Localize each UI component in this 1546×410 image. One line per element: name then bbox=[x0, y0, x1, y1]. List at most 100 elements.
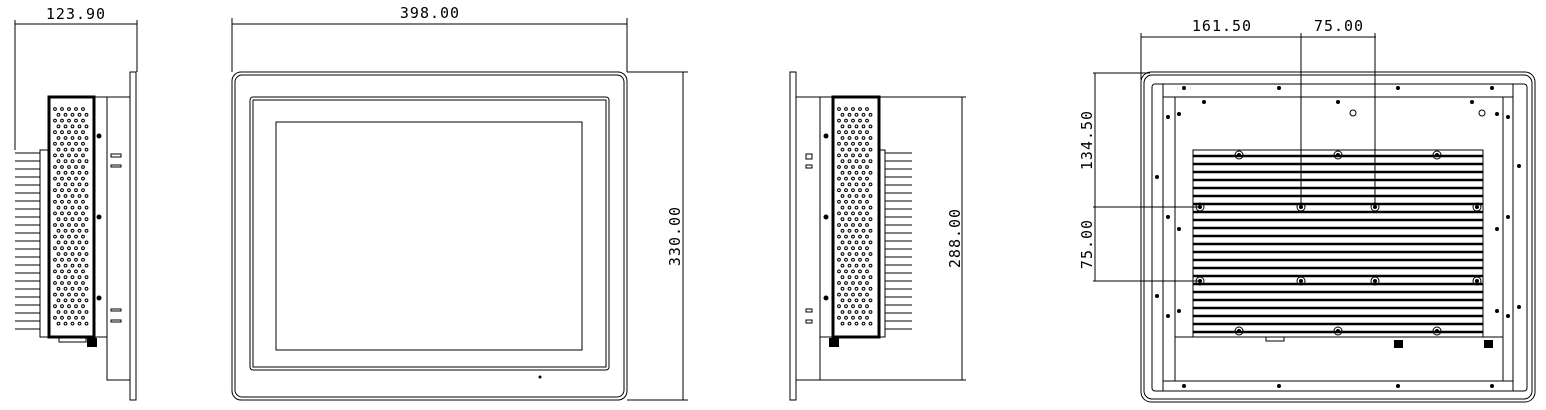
vent-hole bbox=[81, 141, 85, 146]
vent-hole bbox=[837, 246, 841, 251]
vent-hole bbox=[861, 321, 866, 326]
vent-hole bbox=[847, 182, 852, 187]
vent-hole bbox=[865, 304, 869, 309]
vent-hole bbox=[84, 159, 89, 164]
vent-hole bbox=[63, 228, 68, 233]
screen-area bbox=[275, 121, 583, 351]
vent-hole bbox=[844, 246, 848, 251]
bottom-rail bbox=[1162, 380, 1514, 392]
screw bbox=[1336, 153, 1340, 157]
vent-hole bbox=[74, 257, 78, 262]
vent-hole bbox=[858, 141, 862, 146]
vent-hole bbox=[861, 112, 866, 117]
screw-hole bbox=[1432, 150, 1442, 160]
vent-hole bbox=[53, 223, 57, 227]
vent-hole bbox=[861, 170, 866, 175]
vent-hole bbox=[854, 298, 859, 303]
vent-hole bbox=[851, 141, 855, 146]
vent-hole bbox=[74, 176, 78, 181]
vent-hole bbox=[837, 292, 841, 297]
vent-hole bbox=[53, 176, 57, 181]
vent-hole bbox=[854, 240, 859, 245]
vent-hole bbox=[868, 136, 873, 140]
vent-hole bbox=[60, 176, 64, 181]
vent-hole bbox=[70, 228, 75, 233]
vent-hole bbox=[858, 118, 862, 123]
vent-hole bbox=[858, 292, 862, 297]
vent-hole bbox=[84, 217, 89, 222]
vent-hole bbox=[67, 188, 71, 193]
vent-hole bbox=[865, 153, 869, 158]
vent-hole bbox=[53, 292, 57, 297]
front-view: 398.00 330.00 bbox=[231, 4, 688, 401]
vent-hole bbox=[56, 147, 61, 152]
vent-hole bbox=[60, 141, 64, 146]
vent-hole bbox=[63, 205, 68, 210]
vent-hole bbox=[868, 217, 873, 222]
vent-hole bbox=[77, 252, 82, 256]
vent-hole bbox=[844, 223, 848, 227]
vent-hole bbox=[81, 188, 85, 193]
vent-hole bbox=[861, 194, 866, 198]
right-side-view: 288.00 bbox=[789, 71, 966, 401]
vent-hole bbox=[84, 263, 89, 268]
vent-hole bbox=[77, 205, 82, 210]
vent-hole bbox=[74, 234, 78, 239]
vent-hole bbox=[858, 165, 862, 169]
screw bbox=[1336, 329, 1340, 333]
vent-hole bbox=[840, 147, 845, 152]
vent-hole bbox=[847, 310, 852, 314]
vent-hole bbox=[74, 211, 78, 216]
vent-hole bbox=[77, 310, 82, 314]
vent-hole bbox=[63, 286, 68, 291]
vent-hole bbox=[851, 246, 855, 251]
vent-hole bbox=[865, 199, 869, 204]
vent-hole bbox=[70, 298, 75, 303]
vent-hole bbox=[84, 136, 89, 140]
vent-hole bbox=[67, 165, 71, 169]
vent-hole bbox=[77, 170, 82, 175]
vent-hole bbox=[81, 246, 85, 251]
vent-hole bbox=[861, 298, 866, 303]
vent-hole bbox=[854, 205, 859, 210]
vent-hole bbox=[861, 228, 866, 233]
vent-hole bbox=[837, 107, 841, 111]
vent-hole bbox=[63, 170, 68, 175]
vent-hole bbox=[63, 112, 68, 117]
vent-hole bbox=[854, 136, 859, 140]
vent-hole bbox=[60, 211, 64, 216]
vent-hole bbox=[844, 199, 848, 204]
vent-hole bbox=[840, 112, 845, 117]
screw bbox=[1373, 279, 1377, 283]
vent-hole bbox=[865, 118, 869, 123]
vent-hole bbox=[84, 321, 89, 326]
vent-hole bbox=[840, 240, 845, 245]
screw bbox=[1495, 309, 1499, 313]
vent-hole bbox=[868, 182, 873, 187]
vent-hole bbox=[837, 118, 841, 123]
vent-hole bbox=[74, 304, 78, 309]
vent-hole bbox=[865, 257, 869, 262]
vent-hole bbox=[854, 159, 859, 164]
vent-hole bbox=[56, 228, 61, 233]
vent-hole bbox=[851, 130, 855, 135]
vent-hole bbox=[60, 153, 64, 158]
vent-hole bbox=[63, 136, 68, 140]
vent-hole bbox=[63, 275, 68, 280]
vent-hole bbox=[865, 292, 869, 297]
vent-hole bbox=[844, 315, 848, 320]
screw bbox=[1182, 86, 1186, 90]
vent-hole bbox=[868, 310, 873, 314]
screw bbox=[1177, 227, 1181, 231]
vent-hole bbox=[840, 321, 845, 326]
vent-hole bbox=[854, 147, 859, 152]
vent-hole bbox=[63, 194, 68, 198]
vertical-offset-dimension-label: 134.50 bbox=[1078, 110, 1096, 170]
vent-hole bbox=[868, 321, 873, 326]
vent-hole bbox=[861, 217, 866, 222]
panel-body bbox=[106, 96, 131, 381]
vent-hole bbox=[840, 263, 845, 268]
left-side-view: 123.90 bbox=[14, 5, 138, 401]
vent-hole bbox=[840, 182, 845, 187]
vent-hole bbox=[67, 130, 71, 135]
